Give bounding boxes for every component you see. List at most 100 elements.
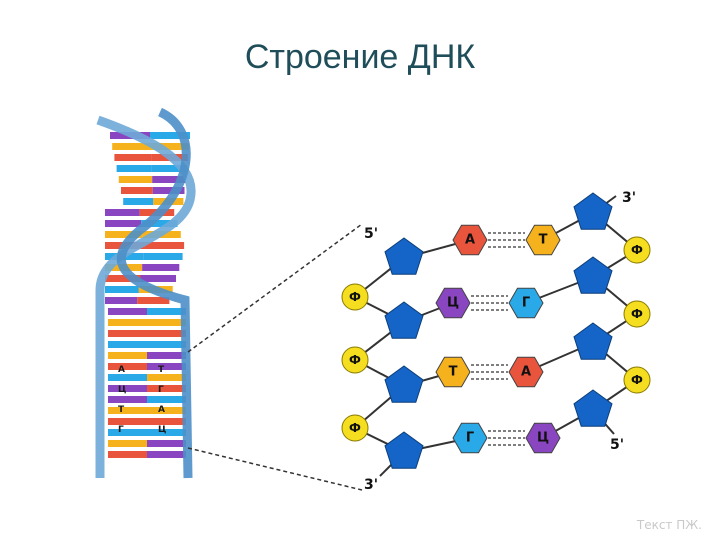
- page-title: Строение ДНК: [244, 38, 476, 76]
- helix-rung-left: [112, 143, 151, 150]
- deoxyribose-sugar: [573, 389, 613, 427]
- base-cytosine: [435, 287, 471, 319]
- helix-rung-right: [152, 176, 186, 183]
- helix-rung-right: [147, 440, 186, 447]
- helix-backbone-strand-1: [95, 115, 196, 478]
- deoxyribose-sugar: [384, 365, 424, 403]
- helix-rung-left: [108, 451, 147, 458]
- base-guanine: [508, 287, 544, 319]
- phosphate: [623, 300, 651, 328]
- helix-rung-right: [147, 363, 186, 370]
- helix-label-left: Г: [118, 425, 124, 435]
- phosphate-label: Ф: [349, 353, 361, 367]
- deoxyribose-sugar: [573, 322, 613, 360]
- helix-rung-right: [147, 418, 186, 425]
- helix-rung-left: [108, 352, 147, 359]
- phosphate: [341, 346, 369, 374]
- end-label-bottom-right: 5': [610, 437, 624, 453]
- helix-label-right: Г: [158, 385, 164, 395]
- deoxyribose-sugar: [384, 431, 424, 469]
- base-label: Ц: [537, 431, 549, 446]
- base-thymine: [525, 224, 561, 256]
- helix-backbone-strand-2: [116, 107, 193, 479]
- end-label-top-right: 3': [622, 190, 636, 206]
- helix-rung-right: [144, 242, 185, 249]
- helix-rung-left: [123, 198, 154, 205]
- zoom-line-top: [187, 223, 363, 353]
- helix-rung-left: [108, 341, 147, 348]
- deoxyribose-sugar: [573, 256, 613, 294]
- helix-rung-left: [108, 429, 147, 436]
- helix-rung-right: [152, 187, 185, 194]
- helix-rung-right: [137, 297, 170, 304]
- helix-rung-right: [147, 341, 186, 348]
- phosphate-label: Ф: [631, 307, 643, 321]
- helix-rung-left: [105, 220, 142, 227]
- base-adenine: [452, 224, 488, 256]
- helix-rung-right: [140, 275, 176, 282]
- deoxyribose-sugar: [573, 192, 613, 230]
- helix-rung-left: [121, 187, 153, 194]
- base-label: Г: [466, 431, 474, 446]
- watermark: Текст ПЖ.: [636, 518, 702, 532]
- helix-rung-left: [105, 275, 141, 282]
- deoxyribose-sugar: [384, 237, 424, 275]
- base-cytosine: [525, 422, 561, 454]
- helix-rung-right: [147, 385, 186, 392]
- base-thymine: [435, 356, 471, 388]
- helix-rung-left: [108, 308, 147, 315]
- helix-rung-left: [108, 374, 147, 381]
- deoxyribose-sugar: [384, 301, 424, 339]
- zoom-line-bottom: [187, 447, 363, 491]
- helix-rung-right: [147, 330, 186, 337]
- helix-rung-left: [108, 363, 147, 370]
- helix-rung-right: [147, 451, 186, 458]
- phosphate: [341, 283, 369, 311]
- helix-rung-right: [147, 352, 186, 359]
- phosphate-label: Ф: [349, 290, 361, 304]
- helix-rung-left: [114, 154, 152, 161]
- helix-rung-left: [105, 209, 140, 216]
- end-label-top-left: 5': [364, 226, 378, 242]
- helix-rung-right: [147, 396, 186, 403]
- base-label: Ц: [447, 296, 459, 311]
- phosphate: [623, 366, 651, 394]
- helix-rung-right: [143, 253, 183, 260]
- base-adenine: [508, 356, 544, 388]
- helix-label-left: А: [118, 365, 125, 375]
- end-label-bottom-left: 3': [364, 477, 378, 493]
- helix-rung-left: [105, 231, 143, 238]
- helix-rung-left: [116, 165, 152, 172]
- helix-rung-right: [147, 407, 186, 414]
- helix-rung-left: [108, 319, 147, 326]
- base-guanine: [452, 422, 488, 454]
- helix-rung-left: [105, 297, 138, 304]
- phosphate: [341, 414, 369, 442]
- helix-label-left: Ц: [118, 385, 126, 395]
- helix-rung-right: [147, 374, 186, 381]
- base-label: Т: [539, 233, 548, 248]
- helix-rung-left: [105, 286, 139, 293]
- helix-rung-right: [147, 429, 186, 436]
- helix-label-left: Т: [118, 405, 125, 415]
- helix-rung-left: [118, 176, 153, 183]
- helix-rung-left: [108, 330, 147, 337]
- base-label: А: [521, 365, 531, 380]
- helix-rung-left: [108, 418, 147, 425]
- helix-rung-right: [150, 132, 190, 139]
- base-label: А: [465, 233, 475, 248]
- phosphate-label: Ф: [631, 373, 643, 387]
- helix-rung-right: [147, 308, 186, 315]
- helix-rung-right: [142, 264, 180, 271]
- helix-rung-left: [108, 396, 147, 403]
- helix-label-right: Т: [158, 365, 165, 375]
- helix-rung-left: [108, 440, 147, 447]
- base-label: Г: [522, 296, 530, 311]
- helix-rung-left: [108, 407, 147, 414]
- helix-label-right: Ц: [158, 425, 166, 435]
- base-label: Т: [449, 365, 458, 380]
